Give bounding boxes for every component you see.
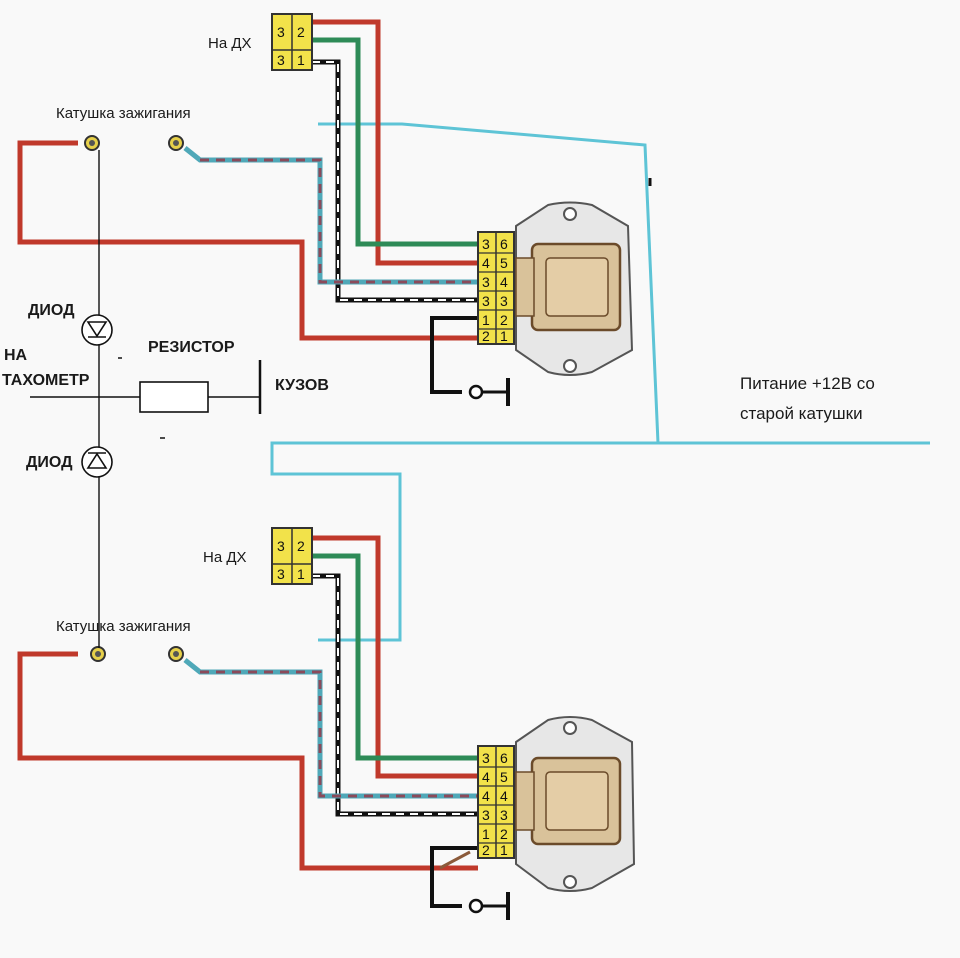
svg-text:3: 3 (277, 24, 285, 40)
coil-label-bottom: Катушка зажигания (56, 618, 191, 635)
svg-text:4: 4 (482, 788, 490, 804)
dh-label-bottom: На ДХ (203, 549, 247, 566)
svg-text:4: 4 (500, 274, 508, 290)
svg-text:3: 3 (277, 566, 285, 582)
svg-text:4: 4 (482, 769, 490, 785)
dh-label-top: На ДХ (208, 35, 252, 52)
diode-top-label: ДИОД (28, 302, 75, 319)
diode-bottom (81, 446, 113, 478)
svg-text:1: 1 (500, 842, 508, 858)
svg-text:1: 1 (297, 52, 305, 68)
svg-text:2: 2 (482, 842, 490, 858)
svg-text:4: 4 (482, 255, 490, 271)
svg-text:6: 6 (500, 750, 508, 766)
svg-text:3: 3 (277, 52, 285, 68)
svg-text:3: 3 (277, 538, 285, 554)
diode-bottom-label: ДИОД (26, 454, 73, 471)
bottom-circuit: 3 2 3 1 На ДХ Катушка зажигания (17, 527, 636, 920)
svg-text:3: 3 (482, 236, 490, 252)
svg-text:2: 2 (297, 24, 305, 40)
coil-terminals-top (84, 135, 184, 151)
coil-terminals-bottom (90, 646, 184, 662)
resistor-label: РЕЗИСТОР (148, 339, 235, 356)
tacho-circuit (30, 150, 262, 648)
svg-text:2: 2 (500, 826, 508, 842)
dh-connector-top: 3 2 3 1 (271, 13, 313, 71)
power-label-line2: старой катушки (740, 404, 863, 423)
top-circuit: 3 2 3 1 На ДХ Катушка зажигания (17, 13, 634, 406)
coil-label-top: Катушка зажигания (56, 105, 191, 122)
resistor (139, 360, 262, 414)
svg-text:1: 1 (297, 566, 305, 582)
body-ground-label: КУЗОВ (275, 377, 329, 394)
svg-text:4: 4 (500, 788, 508, 804)
svg-text:3: 3 (482, 750, 490, 766)
svg-text:5: 5 (500, 769, 508, 785)
tacho-label-line2: ТАХОМЕТР (2, 372, 90, 389)
svg-text:2: 2 (297, 538, 305, 554)
svg-text:1: 1 (482, 826, 490, 842)
ignition-module-bottom: 6 5 4 3 2 1 3 4 4 3 1 2 (477, 716, 636, 892)
svg-text:6: 6 (500, 236, 508, 252)
power-label-line1: Питание +12В со (740, 374, 875, 393)
svg-text:2: 2 (500, 312, 508, 328)
svg-text:5: 5 (500, 255, 508, 271)
ignition-module-top: 6 5 4 3 2 1 3 4 3 3 1 2 (477, 201, 634, 376)
svg-text:1: 1 (482, 312, 490, 328)
svg-text:3: 3 (482, 293, 490, 309)
dh-connector-bottom: 3 2 3 1 (271, 527, 313, 585)
tacho-label-line1: НА (4, 347, 28, 364)
diode-top (81, 314, 113, 346)
svg-text:3: 3 (500, 807, 508, 823)
svg-text:3: 3 (500, 293, 508, 309)
svg-text:3: 3 (482, 274, 490, 290)
svg-text:3: 3 (482, 807, 490, 823)
svg-text:1: 1 (500, 328, 508, 344)
svg-text:2: 2 (482, 328, 490, 344)
